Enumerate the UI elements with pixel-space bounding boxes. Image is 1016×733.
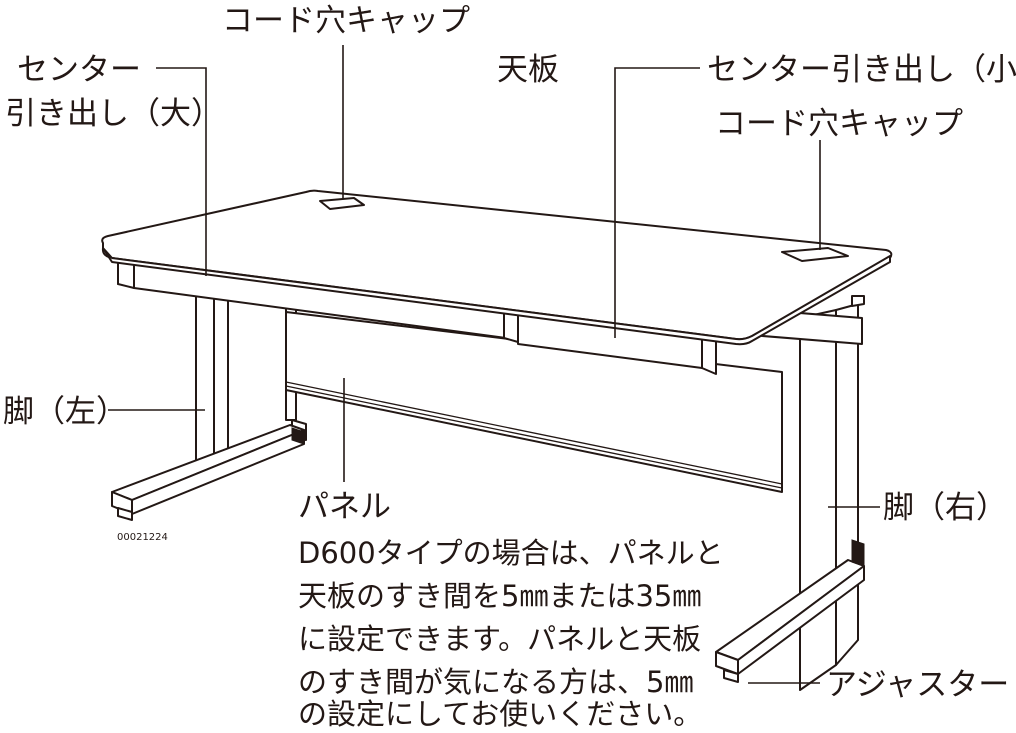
note-line: のすき間が気になる方は、5㎜ [298,665,693,699]
note-line: の設定にしてお使いください。 [298,697,702,728]
label-center-drawer-large-2: 引き出し（大） [5,96,222,132]
label-center-drawer-small: センター引き出し（小） [707,52,1016,88]
label-adjuster: アジャスター [826,667,1009,703]
note-line: D600タイプの場合は、パネルと [298,536,724,570]
note-line: に設定できます。パネルと天板 [298,622,701,656]
label-leg-right: 脚（右） [883,490,1007,526]
label-top-board: 天板 [497,52,559,88]
left-leg [111,289,305,521]
right-leg [715,303,865,691]
label-cord-cap-top: コード穴キャップ [222,3,470,39]
cord-cap-left [319,197,365,210]
tabletop [101,189,893,375]
label-cord-cap-right: コード穴キャップ [715,106,963,142]
note-line: 天板のすき間を5㎜または35㎜ [298,579,701,613]
drawing-code: 00021224 [117,532,168,543]
cord-cap-right [781,247,849,262]
label-leg-left: 脚（左） [3,394,127,430]
panel-note: D600タイプの場合は、パネルと 天板のすき間を5㎜または35㎜ に設定できます… [298,536,724,731]
leader-lines [108,45,880,684]
label-panel: パネル [298,489,391,525]
label-center-drawer-large-1: センター [17,52,141,88]
